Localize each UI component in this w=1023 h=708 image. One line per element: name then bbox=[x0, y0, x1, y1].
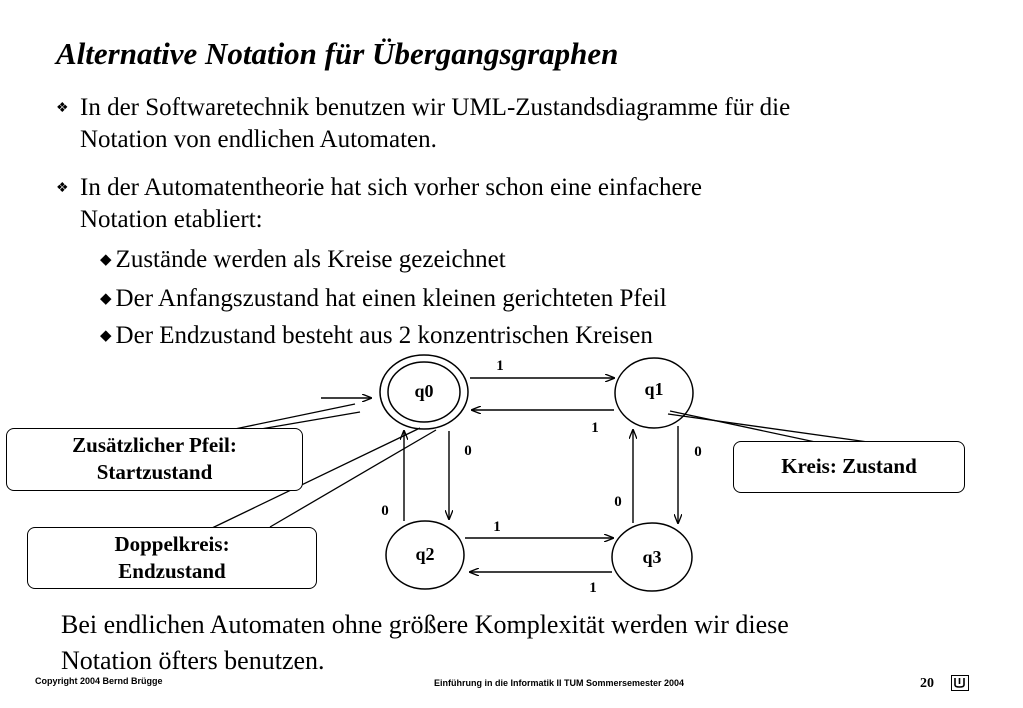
edge-label: 1 bbox=[493, 519, 501, 535]
callout-line: Doppelkreis: bbox=[114, 532, 230, 556]
state-label: q3 bbox=[642, 547, 661, 567]
edge-label: 1 bbox=[589, 580, 597, 596]
callout-final-pointer bbox=[209, 427, 421, 530]
edge-label: 0 bbox=[694, 444, 702, 460]
sub-bullet-text: Zustände werden als Kreise gezeichnet bbox=[115, 246, 506, 273]
callout-final-state: Doppelkreis: Endzustand bbox=[27, 527, 317, 589]
edge-label: 1 bbox=[591, 420, 599, 436]
sub-bullet-text: Der Anfangszustand hat einen kleinen ger… bbox=[115, 285, 667, 312]
sub-bullet-start: ◆Der Anfangszustand hat einen kleinen ge… bbox=[100, 283, 667, 315]
edge-label: 0 bbox=[381, 503, 389, 519]
callout-line: Zusätzlicher Pfeil: bbox=[72, 433, 237, 457]
callout-final-pointer bbox=[269, 429, 437, 528]
small-diamond-icon: ◆ bbox=[100, 328, 112, 344]
bullet-line: Notation etabliert: bbox=[80, 206, 263, 233]
closing-line: Notation öfters benutzen. bbox=[61, 646, 325, 675]
bullet-line: Notation von endlichen Automaten. bbox=[80, 126, 437, 153]
state-label: q0 bbox=[414, 381, 433, 401]
sub-bullet-final: ◆Der Endzustand besteht aus 2 konzentris… bbox=[100, 320, 653, 352]
bullet-line: In der Automatentheorie hat sich vorher … bbox=[80, 174, 702, 201]
state-q1: q1 bbox=[614, 357, 694, 429]
edge-label: 1 bbox=[496, 358, 504, 374]
diamond-bullet-icon: ❖ bbox=[56, 101, 69, 116]
state-q2: q2 bbox=[385, 520, 465, 590]
callout-start-pointer bbox=[254, 411, 361, 431]
callout-start-pointer bbox=[229, 403, 356, 431]
diamond-bullet-icon: ❖ bbox=[56, 181, 69, 196]
state-label: q1 bbox=[644, 379, 663, 399]
callout-state: Kreis: Zustand bbox=[733, 441, 965, 493]
callout-line: Startzustand bbox=[96, 460, 213, 484]
slide-title: Alternative Notation für Übergangsgraphe… bbox=[56, 36, 619, 71]
callout-line: Endzustand bbox=[118, 559, 226, 583]
tum-logo-icon bbox=[951, 675, 969, 691]
callout-start-state: Zusätzlicher Pfeil: Startzustand bbox=[6, 428, 303, 491]
page-number: 20 bbox=[920, 676, 934, 691]
callout-line: Kreis: Zustand bbox=[781, 454, 917, 478]
closing-text: Bei endlichen Automaten ohne größere Kom… bbox=[61, 607, 789, 679]
state-label: q2 bbox=[415, 544, 434, 564]
sub-bullet-text: Der Endzustand besteht aus 2 konzentrisc… bbox=[115, 322, 653, 349]
small-diamond-icon: ◆ bbox=[100, 252, 112, 268]
callout-state-pointer bbox=[669, 410, 821, 444]
footer-course: Einführung in die Informatik II TUM Somm… bbox=[434, 678, 685, 688]
sub-bullet-states: ◆Zustände werden als Kreise gezeichnet bbox=[100, 244, 506, 276]
footer-copyright: Copyright 2004 Bernd Brügge bbox=[35, 676, 163, 686]
state-q3: q3 bbox=[611, 522, 693, 592]
closing-line: Bei endlichen Automaten ohne größere Kom… bbox=[61, 610, 789, 639]
bullet-uml: ❖ In der Softwaretechnik benutzen wir UM… bbox=[56, 92, 790, 156]
small-diamond-icon: ◆ bbox=[100, 291, 112, 307]
callout-state-pointer bbox=[667, 413, 876, 444]
edge-label: 0 bbox=[614, 494, 622, 510]
edge-label: 0 bbox=[464, 443, 472, 459]
state-q0: q0 bbox=[379, 354, 469, 430]
bullet-automata-theory: ❖ In der Automatentheorie hat sich vorhe… bbox=[56, 172, 702, 236]
bullet-line: In der Softwaretechnik benutzen wir UML-… bbox=[80, 94, 791, 121]
